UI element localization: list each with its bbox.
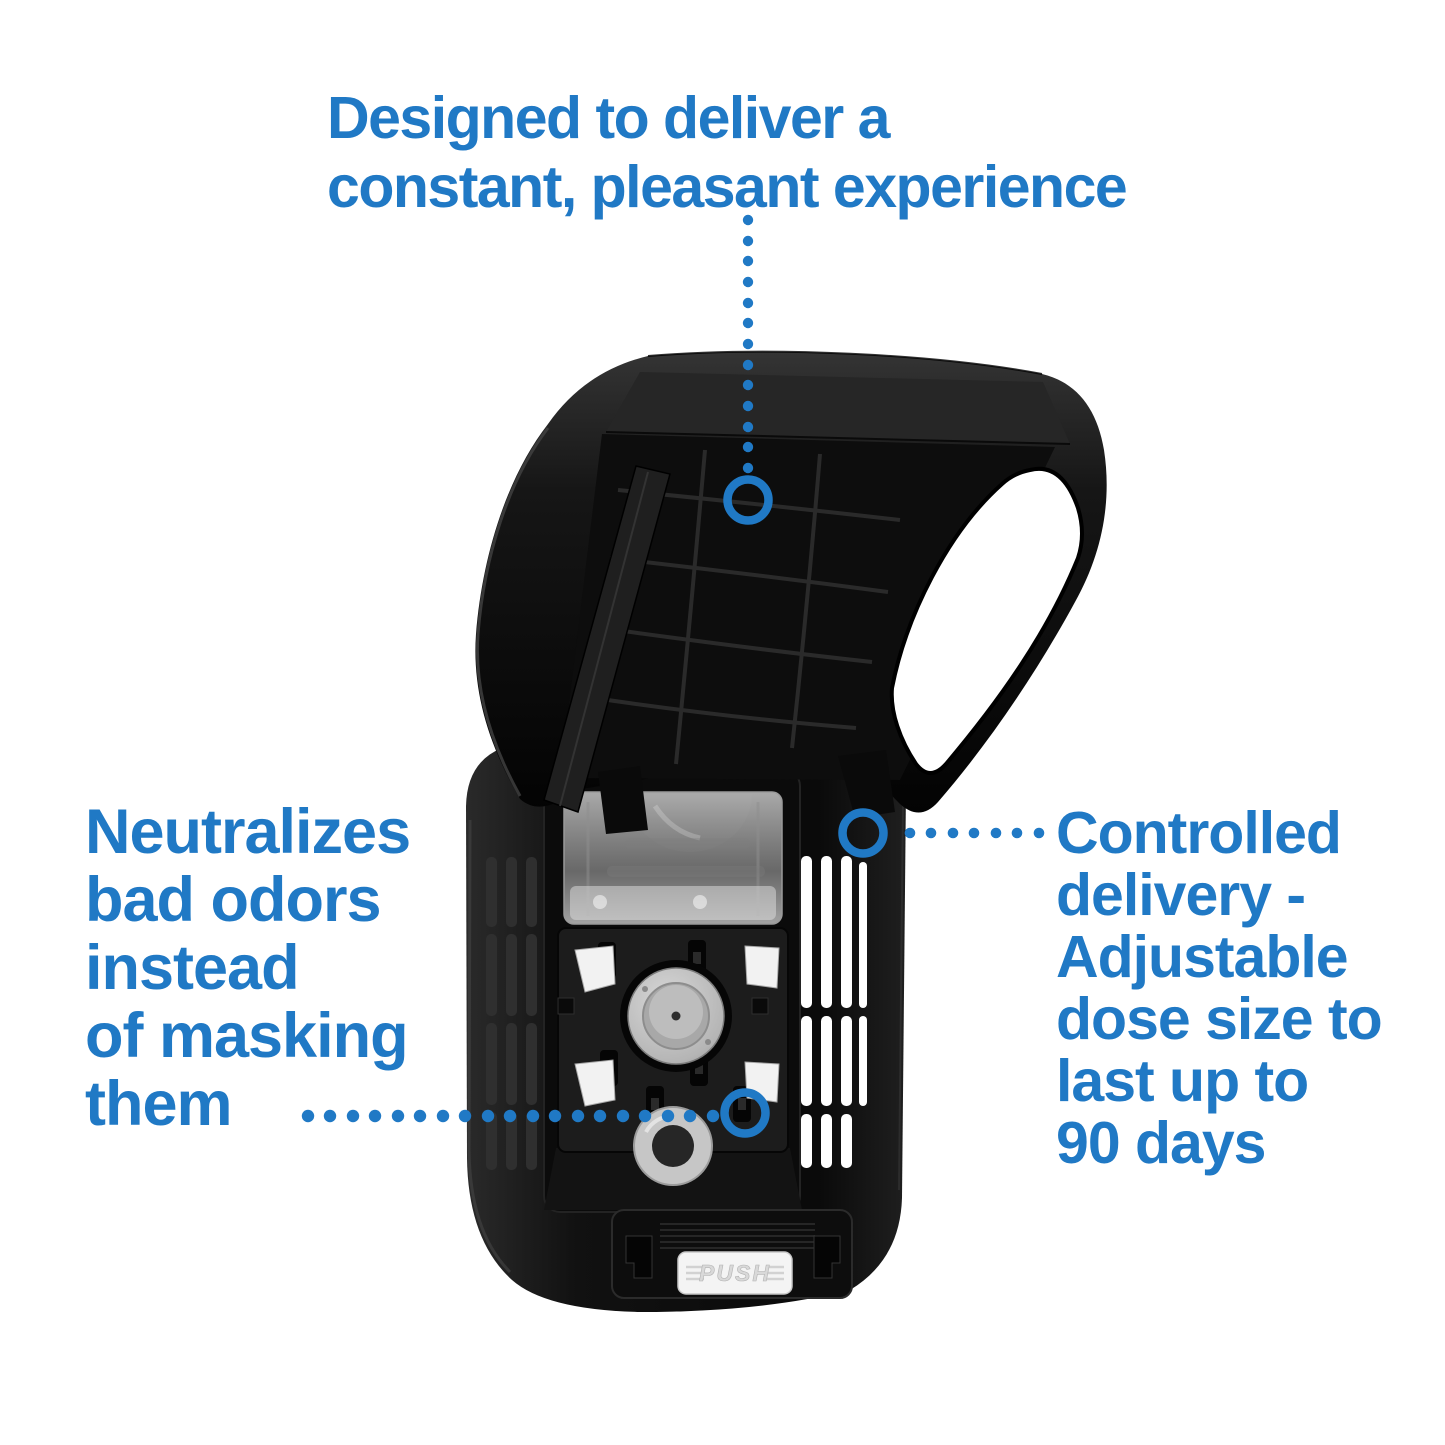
callout-top-line: Designed to deliver a [327, 85, 890, 151]
body-left-rim-highlight [467, 819, 512, 1274]
callout-right-line: dose size to [1056, 986, 1383, 1052]
cartridge-tray [570, 886, 776, 920]
callout-right-text: Controlled delivery - Adjustable dose si… [1056, 800, 1383, 1176]
hinge-tab-left [598, 766, 648, 834]
nozzle-ring [633, 1106, 713, 1186]
body-right-rim [898, 799, 904, 1191]
dial-center-hole [671, 1011, 681, 1021]
lid-left-edge-highlight [475, 427, 550, 797]
dose-dial [620, 960, 732, 1072]
callout-right-line: delivery - [1056, 862, 1306, 928]
callout-right-line: Adjustable [1056, 924, 1349, 990]
latch-left [625, 1235, 653, 1279]
callout-dotted-line-vertical [742, 214, 754, 474]
dispenser-lid [475, 350, 1107, 834]
callout-right-line: Controlled [1056, 800, 1342, 866]
callout-left-line: them [85, 1069, 233, 1139]
callout-ring-nozzle [720, 1088, 770, 1138]
callout-right-line: 90 days [1056, 1110, 1266, 1176]
callout-left-line: of masking [85, 1001, 409, 1071]
latch-right [813, 1235, 841, 1279]
lid-top-edge [647, 350, 1043, 375]
callout-top-line: constant, pleasant experience [327, 154, 1128, 220]
refill-cartridge [563, 791, 783, 925]
callout-left-text: Neutralizes bad odors instead of masking… [85, 797, 411, 1139]
push-button: PUSH [677, 1251, 793, 1295]
hinge-tab-right [838, 750, 895, 818]
callout-right-line: last up to [1056, 1048, 1309, 1114]
callout-dotted-line-right [904, 827, 1045, 839]
callout-top-text: Designed to deliver a constant, pleasant… [327, 84, 1128, 222]
vent-slots-right [801, 856, 867, 1168]
hinge-strap-left [543, 465, 671, 813]
callout-dotted-line-left [301, 1109, 720, 1123]
vent-slots-left [486, 857, 537, 1170]
callout-ring-lid [723, 475, 773, 525]
lid-top-face [606, 372, 1070, 444]
dispenser-body: PUSH [466, 740, 906, 1312]
callout-left-line: bad odors [85, 865, 382, 935]
lid-side-opening [889, 466, 1084, 775]
callout-ring-dose [838, 808, 888, 858]
callout-left-line: instead [85, 933, 300, 1003]
push-button-label: PUSH [699, 1260, 771, 1286]
callout-left-line: Neutralizes [85, 797, 411, 867]
